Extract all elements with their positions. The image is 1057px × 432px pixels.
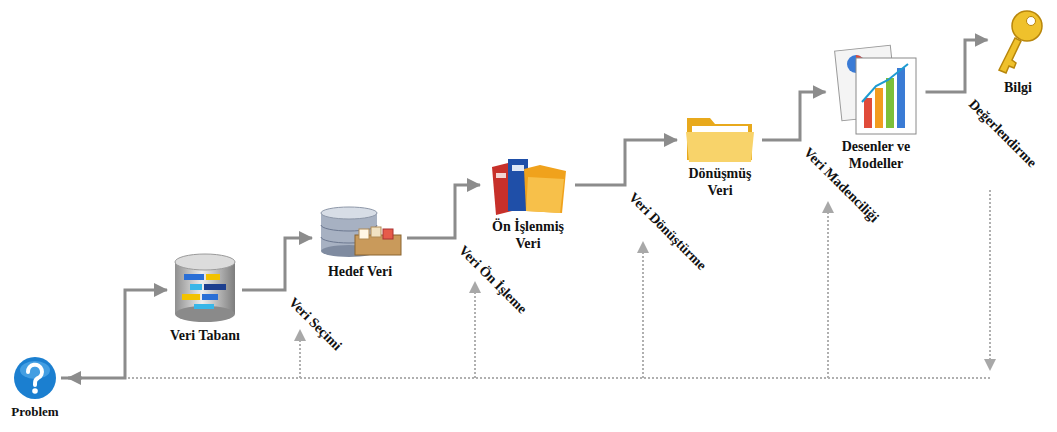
node-label-wrap: Hedef Veri [313,262,407,281]
node-label: Veri Tabanı [170,328,240,345]
node-label-wrap: Bilgi [989,78,1048,97]
step-connector [61,290,167,378]
feedback-up [827,202,829,378]
node-label: Bilgi [1004,80,1032,97]
step-label: Değerlendirme [964,95,1041,172]
node-label: Problem [11,404,58,420]
step-connector [762,92,826,140]
node-label: Desenler ve Modeller [829,139,924,173]
process-node: Problem [9,356,61,420]
process-node: Hedef Veri [313,205,407,281]
node-label-wrap: Dönüşmüş Veri [678,166,762,200]
feedback-up [474,282,476,378]
process-node: Veri Tabanı [168,252,242,345]
feedback-up [642,242,644,378]
process-node: Bilgi [989,8,1048,97]
step-connector [242,238,312,290]
step-connector [575,140,677,185]
folder-icon [684,112,756,164]
node-label-wrap: Ön İşlenmiş Veri [481,219,575,253]
charts-icon [834,42,919,137]
step-label: Veri Ön İşleme [454,241,531,318]
node-label-wrap: Problem [9,402,61,420]
step-connector [926,40,988,92]
key-icon [991,8,1046,76]
node-label-wrap: Veri Tabanı [168,326,242,345]
node-label-wrap: Desenler ve Modeller [827,139,926,173]
binders-icon [488,155,568,217]
target-data-icon [315,205,405,260]
feedback-down [989,190,991,370]
database-icon [170,252,240,324]
node-label: Hedef Veri [328,264,392,281]
node-label: Dönüşmüş Veri [680,166,760,200]
question-icon [13,356,57,400]
feedback-up [299,330,301,378]
node-label: Ön İşlenmiş Veri [483,219,573,253]
process-node: Ön İşlenmiş Veri [481,155,575,253]
process-node: Desenler ve Modeller [827,42,926,173]
step-label: Veri Madenciliği [799,143,883,227]
feedback-return [80,377,990,379]
step-connector [407,185,480,238]
step-label: Veri Seçimi [284,293,346,355]
step-label: Veri Dönüştürme [624,188,711,275]
process-node: Dönüşmüş Veri [678,112,762,200]
